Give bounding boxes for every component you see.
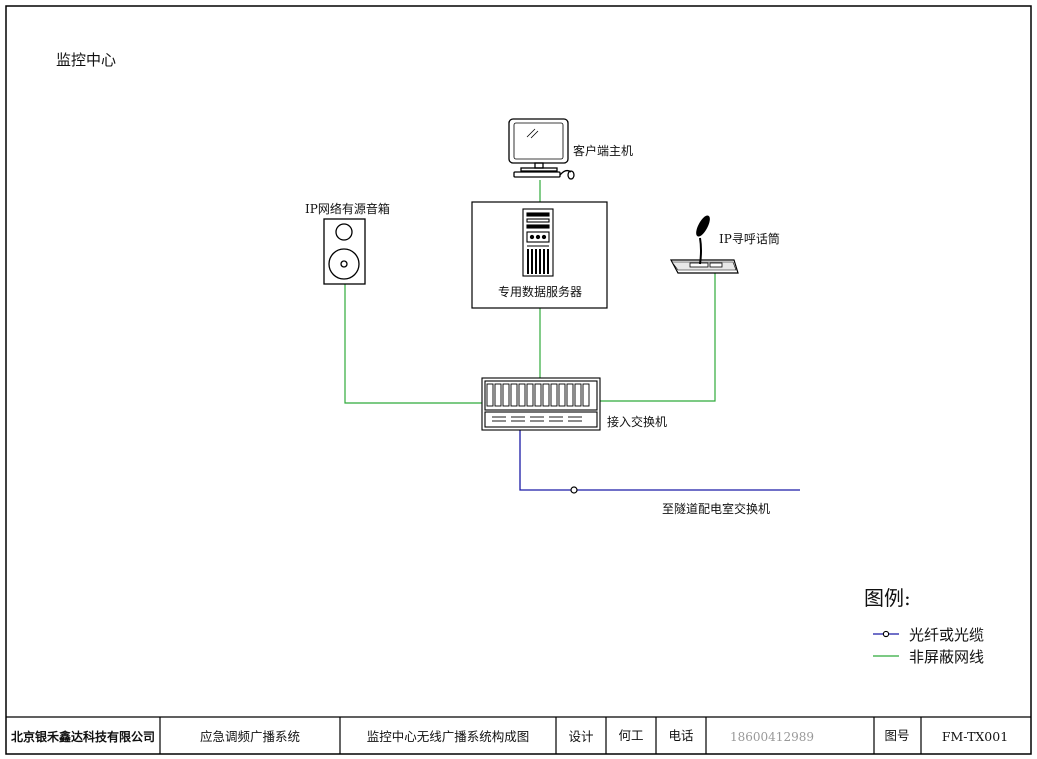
switch-label: 接入交换机 [607, 414, 667, 429]
tunnel-switch-label: 至隧道配电室交换机 [662, 501, 770, 516]
title-drawing-no: FM-TX001 [942, 729, 1008, 744]
title-drawing-no-label: 图号 [884, 728, 909, 743]
title-system: 应急调频广播系统 [200, 729, 300, 744]
speaker-icon [323, 218, 366, 285]
legend-label-fiber: 光纤或光缆 [909, 626, 984, 644]
speaker-label: IP网络有源音箱 [305, 201, 390, 216]
title-phone: 18600412989 [730, 730, 814, 744]
title-phone-label: 电话 [668, 728, 693, 743]
legend-title: 图例: [864, 586, 911, 610]
title-block [6, 716, 1031, 754]
cable-mic-switch [600, 273, 716, 402]
title-drawing-name: 监控中心无线广播系统构成图 [367, 729, 530, 744]
microphone-icon [669, 215, 739, 274]
legend-item-fiber: 光纤或光缆 [873, 626, 984, 644]
legend-item-utp: 非屏蔽网线 [873, 648, 984, 666]
server-icon [522, 208, 554, 277]
utp-cable-lines [344, 180, 716, 404]
title-designer: 何工 [618, 728, 643, 743]
fiber-line [519, 430, 800, 494]
client-host-label: 客户端主机 [573, 143, 633, 158]
legend-label-utp: 非屏蔽网线 [909, 648, 984, 666]
title-design-label: 设计 [568, 729, 593, 744]
fiber-node-dot [570, 486, 578, 494]
section-title: 监控中心 [56, 51, 116, 69]
server-box [471, 201, 608, 309]
cable-speaker-switch [344, 284, 482, 404]
drawing-frame [5, 5, 1032, 755]
client-host-icon [508, 118, 575, 180]
server-label: 专用数据服务器 [498, 284, 582, 299]
microphone-label: IP寻呼话筒 [719, 231, 780, 246]
title-company: 北京银禾鑫达科技有限公司 [11, 729, 155, 744]
switch-icon [481, 377, 601, 431]
